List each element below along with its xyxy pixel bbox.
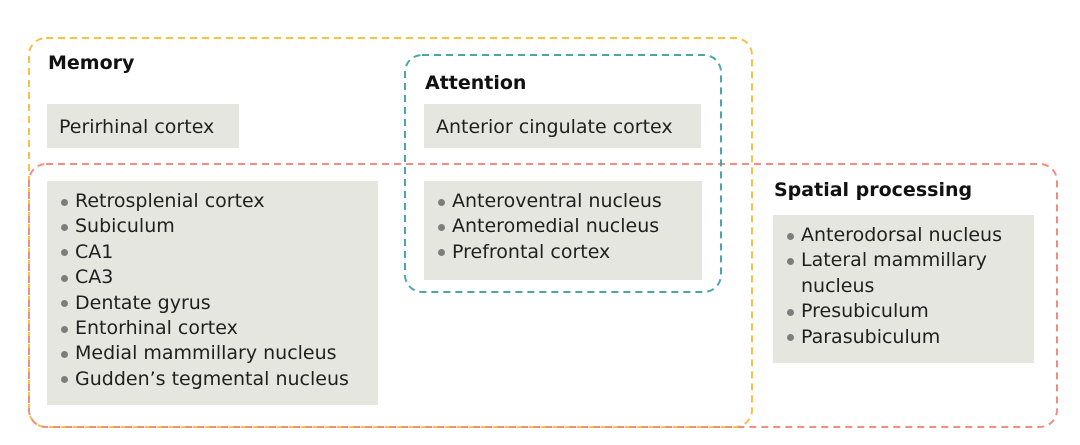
list-item: Dentate gyrus [59,291,378,316]
spatial-only-box: Anterodorsal nucleus Lateral mammillary … [773,215,1034,363]
list-item: Parasubiculum [785,325,1034,350]
list-item: Entorhinal cortex [59,316,378,341]
list-item: Anterodorsal nucleus [785,223,1034,248]
list-item: CA3 [59,265,378,290]
list-item: Presubiculum [785,299,1034,324]
memory-title: Memory [48,52,135,74]
memory-only-box: Perirhinal cortex [47,104,239,148]
list-item: Medial mammillary nucleus [59,341,378,366]
list-item-continuation: nucleus [801,274,875,297]
memory-spatial-overlap-box: Retrosplenial cortex Subiculum CA1 CA3 D… [47,181,378,405]
memory-spatial-list: Retrosplenial cortex Subiculum CA1 CA3 D… [59,189,378,392]
list-item: Prefrontal cortex [436,240,702,265]
spatial-only-list: Anterodorsal nucleus Lateral mammillary … [785,223,1034,350]
list-item: Lateral mammillary nucleus [785,248,1034,299]
list-item: Anteromedial nucleus [436,214,702,239]
list-item: CA1 [59,240,378,265]
spatial-region-outline [28,163,1058,428]
attention-region-outline [404,54,722,293]
list-item: Retrosplenial cortex [59,189,378,214]
list-item: Gudden’s tegmental nucleus [59,367,378,392]
all-regions-overlap-box: Anteroventral nucleus Anteromedial nucle… [424,181,702,280]
spatial-processing-title: Spatial processing [774,179,973,201]
list-item-text: Lateral mammillary [801,249,987,272]
attention-only-box: Anterior cingulate cortex [424,104,701,148]
anterior-cingulate-cortex-label: Anterior cingulate cortex [436,116,673,138]
attention-title: Attention [425,72,527,94]
list-item: Subiculum [59,214,378,239]
perirhinal-cortex-label: Perirhinal cortex [59,116,215,138]
list-item: Anteroventral nucleus [436,189,702,214]
all-regions-list: Anteroventral nucleus Anteromedial nucle… [436,189,702,265]
